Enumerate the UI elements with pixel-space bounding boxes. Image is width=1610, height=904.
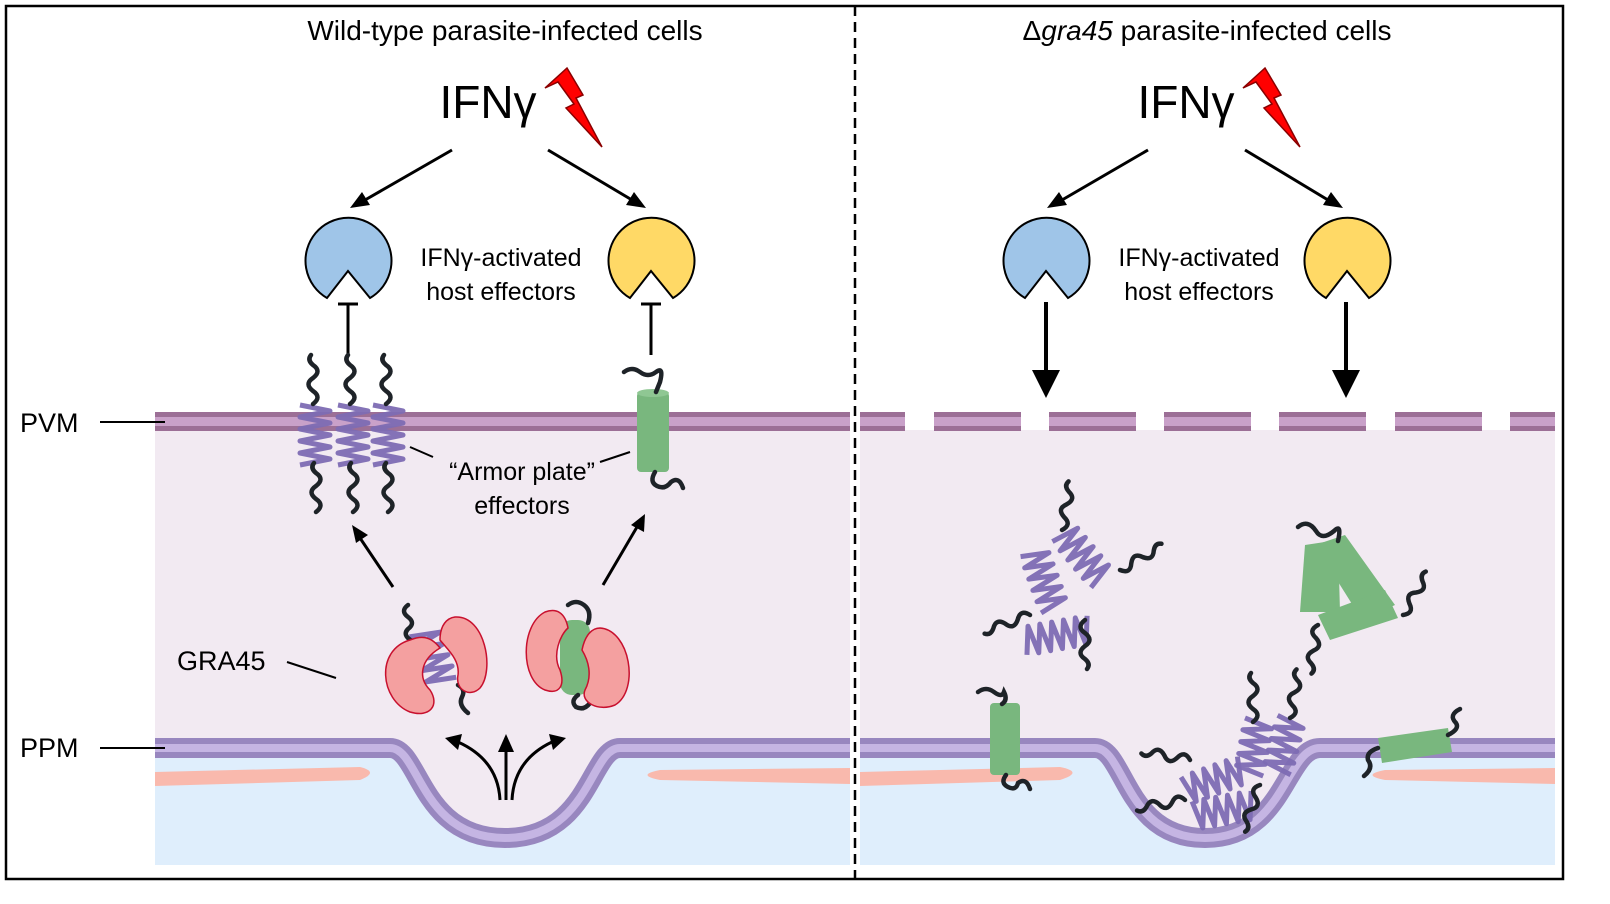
alpha-helix	[1051, 525, 1112, 590]
right-panel-title: Δgra45 parasite-infected cells	[1023, 15, 1392, 46]
ppm-label: PPM	[20, 733, 79, 763]
left-panel	[155, 412, 850, 865]
effector-label: host effectors	[1124, 278, 1274, 306]
alpha-helix	[1234, 715, 1275, 779]
effector-blue	[304, 216, 393, 300]
pvm-membrane-disrupted	[860, 412, 1555, 431]
effector-yellow	[607, 216, 696, 300]
ifn-gamma-label: IFNγ	[439, 76, 536, 128]
effector-blue	[1002, 216, 1091, 300]
armor-cylinder	[621, 366, 686, 491]
alpha-helix	[1178, 756, 1244, 804]
alpha-helix	[1024, 615, 1090, 656]
activation-arrows	[350, 148, 1343, 208]
lightning-icon	[544, 66, 1301, 148]
attack-arrows	[1032, 302, 1360, 398]
misinserted-helix-effectors	[1136, 669, 1306, 833]
alpha-helix	[370, 402, 406, 468]
armor-helix-bundle	[297, 355, 406, 512]
gra45-label: GRA45	[177, 646, 266, 676]
host-effectors	[304, 216, 1392, 300]
armor-plate-label: “Armor plate”	[449, 458, 595, 486]
misinserted-cylinder-effector	[975, 686, 1033, 792]
alpha-helix	[297, 402, 333, 468]
parasite-organelle	[155, 767, 370, 786]
gra45-protein	[384, 636, 442, 715]
left-panel-title: Wild-type parasite-infected cells	[307, 15, 702, 46]
effector-label: IFNγ-activated	[420, 244, 581, 272]
effector-yellow	[1303, 216, 1392, 300]
armor-plate-label: effectors	[474, 492, 569, 520]
gra45-cylinder-complex	[525, 599, 630, 711]
parasite-organelle	[1372, 768, 1555, 784]
effector-label: host effectors	[426, 278, 576, 306]
ifn-gamma-label: IFNγ	[1137, 76, 1234, 128]
effector-label: IFNγ-activated	[1118, 244, 1279, 272]
figure-border	[4, 4, 1565, 881]
parasite-organelle	[647, 768, 850, 784]
alpha-helix	[1020, 550, 1068, 616]
gra45-protein	[581, 627, 630, 709]
pvm-label: PVM	[20, 408, 79, 438]
gra45-protein	[439, 616, 488, 694]
misinserted-cylinder-effector	[1361, 706, 1463, 779]
trafficking-arrows	[352, 514, 645, 801]
aggregated-helix-effectors	[982, 481, 1164, 669]
gra45-protein	[525, 609, 569, 692]
alpha-helix	[1189, 790, 1254, 831]
aggregated-cylinder-effectors	[1295, 521, 1431, 674]
gra45-helix-complex	[384, 602, 488, 716]
alpha-helix	[335, 402, 371, 468]
inhibition-marks	[338, 302, 661, 355]
alpha-helix	[1262, 713, 1306, 777]
